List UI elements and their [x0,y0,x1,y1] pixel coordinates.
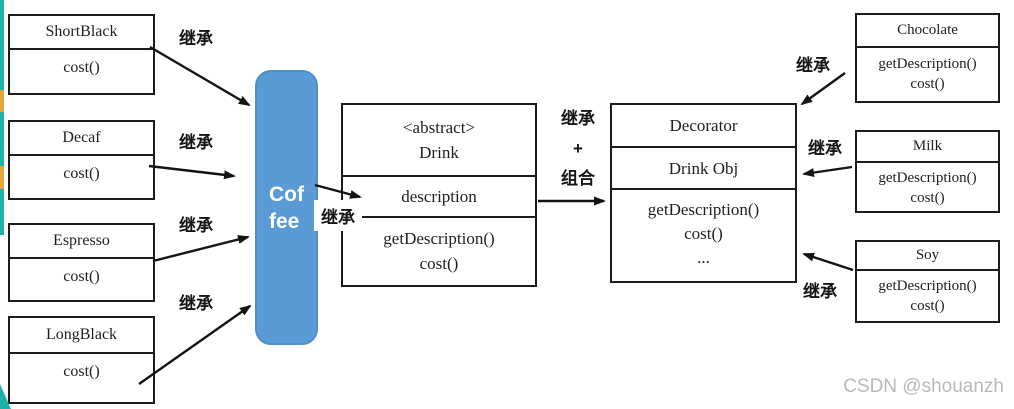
arrow-soy-to-decorator [802,252,854,272]
decorator-method-cost: cost() [684,223,723,243]
class-box-shortblack: ShortBlack cost() [8,14,155,95]
class-method-getdescription: getDescription() [878,278,977,294]
arrow-longblack-to-coffee [138,304,252,385]
arrow-espresso-to-coffee [152,235,250,263]
arrow-chocolate-to-decorator [800,72,846,106]
inherit-label-coffee-drink: 继承 [314,200,362,231]
inherit-label-chocolate: 继承 [796,56,830,75]
class-method: cost() [63,165,100,182]
class-method-getdescription: getDescription() [878,56,977,72]
inherit-label-milk: 继承 [808,139,842,158]
class-box-decaf: Decaf cost() [8,120,155,200]
class-method-cost: cost() [910,298,945,314]
class-box-espresso: Espresso cost() [8,223,155,302]
class-name: Drink [419,143,459,162]
class-name: Milk [857,132,998,163]
class-box-longblack: LongBlack cost() [8,316,155,404]
class-box-soy: Soy getDescription() cost() [855,240,1000,323]
inherit-compose-line2: + [573,139,583,158]
class-method: cost() [63,363,100,380]
decorator-method-getdescription: getDescription() [647,199,760,219]
inherit-compose-label: 继承 + 组合 [546,104,610,194]
class-name: Decorator [612,105,795,148]
inherit-label-decaf: 继承 [179,133,213,152]
class-name: Soy [857,242,998,271]
edge-wedge-teal [0,384,11,409]
drink-method-getdescription: getDescription() [383,228,495,248]
edge-strip-orange-1 [0,90,4,112]
coffee-node: Cof fee [255,70,318,345]
inherit-label-espresso: 继承 [179,216,213,235]
drink-method-cost: cost() [419,253,459,273]
inherit-compose-line3: 组合 [561,169,595,188]
class-method: cost() [63,59,100,76]
decorator-attribute: Drink Obj [612,148,795,190]
class-name: Decaf [10,122,153,156]
class-name: Chocolate [857,15,998,48]
coffee-label-line2: fee [269,209,300,233]
arrow-milk-to-decorator [802,165,853,178]
class-method: cost() [63,268,100,285]
arrow-shortblack-to-coffee [149,45,251,107]
class-box-milk: Milk getDescription() cost() [855,130,1000,213]
arrow-decaf-to-coffee [148,164,236,180]
class-box-chocolate: Chocolate getDescription() cost() [855,13,1000,103]
class-box-decorator: Decorator Drink Obj getDescription() cos… [610,103,797,283]
edge-strip-teal-3 [0,189,4,235]
drink-attribute: description [343,177,535,218]
edge-strip-teal-2 [0,112,4,166]
class-box-drink: <abstract> Drink description getDescript… [341,103,537,287]
csdn-watermark: CSDN @shouanzh [843,376,1004,397]
edge-strip-teal-1 [0,0,4,90]
edge-strip-orange-2 [0,166,4,189]
coffee-label-line1: Cof [269,182,304,206]
inherit-label-longblack: 继承 [179,294,213,313]
decorator-method-ellipsis: ... [697,247,710,267]
class-method-cost: cost() [910,76,945,92]
inherit-label-soy: 继承 [803,282,837,301]
class-name: ShortBlack [10,16,153,50]
class-name: LongBlack [10,318,153,354]
class-name: Espresso [10,225,153,259]
class-method-cost: cost() [910,190,945,206]
inherit-label-shortblack: 继承 [179,29,213,48]
class-method-getdescription: getDescription() [878,170,977,186]
drink-stereotype: <abstract> [402,118,476,137]
inherit-compose-line1: 继承 [561,109,595,128]
